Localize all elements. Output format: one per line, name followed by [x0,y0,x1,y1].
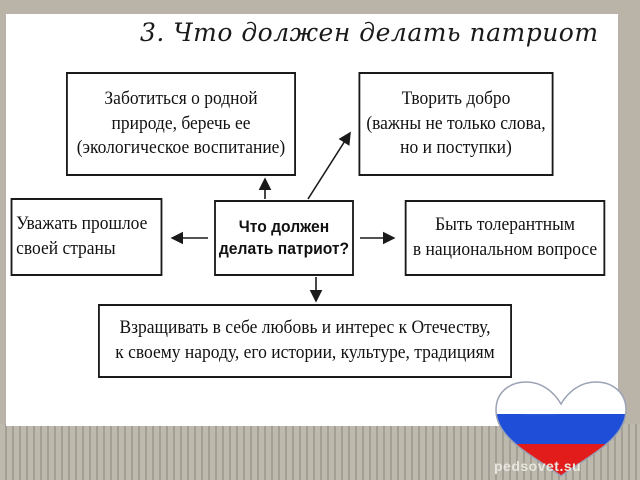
box-do-good-text: Творить добро (важны не только слова, но… [366,87,546,159]
box-protect-nature-text: Заботиться о родной природе, беречь ее (… [76,87,286,159]
box-be-tolerant: Быть толерантным в национальном вопросе [404,200,606,276]
box-love-fatherland-text: Взращивать в себе любовь и интерес к Оте… [115,317,495,363]
box-be-tolerant-text: Быть толерантным в национальном вопросе [412,214,598,260]
box-central-question-text: Что должен делать патриот? [218,216,350,258]
box-protect-nature: Заботиться о родной природе, беречь ее (… [66,72,296,176]
arrow-to-good [307,131,351,200]
russian-flag-heart-icon [495,381,627,477]
box-respect-past: Уважать прошлое своей страны [10,198,163,276]
box-central-question: Что должен делать патриот? [214,200,354,276]
slide-title: 3. Что должен делать патриот [140,18,599,47]
site-watermark: pedsovet.su [494,458,582,474]
box-do-good: Творить добро (важны не только слова, но… [358,72,554,176]
box-love-fatherland: Взращивать в себе любовь и интерес к Оте… [98,304,512,378]
box-respect-past-text: Уважать прошлое своей страны [16,213,148,259]
